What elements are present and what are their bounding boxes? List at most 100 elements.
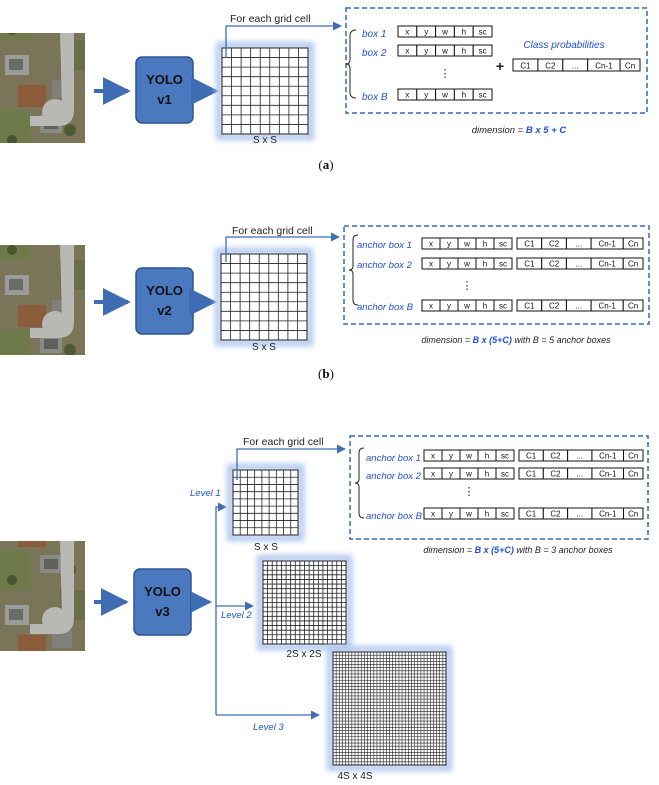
cell-box [493, 299, 513, 312]
yolo-v1-line1: YOLO [146, 72, 183, 87]
cell-label: h [485, 510, 489, 519]
cell-label: Cn [628, 260, 638, 269]
cell-label: C2 [549, 240, 560, 249]
cell-label: x [431, 470, 435, 479]
dimension-c-value: B x (5+C) [475, 545, 514, 555]
grid-c3-glow [327, 646, 452, 771]
cell-label: C1 [524, 240, 535, 249]
cell-label: Cn [628, 452, 638, 461]
cell-label: y [449, 470, 453, 479]
cell-label: w [441, 47, 448, 56]
cell-label: y [447, 302, 451, 311]
cell-label: y [449, 510, 453, 519]
ellipsis-a: ⋮ [440, 68, 451, 80]
grid-c1-lines [233, 470, 298, 535]
grid-a-lines [222, 48, 308, 134]
yolo-v1-line2: v1 [157, 92, 171, 107]
cell-box [472, 88, 493, 101]
cell-label: w [463, 302, 470, 311]
cell-label: y [424, 28, 428, 37]
cell-label: w [465, 470, 472, 479]
cell-label: y [447, 260, 451, 269]
cell-label: y [449, 452, 453, 461]
output-box-b [343, 225, 650, 325]
plus-a: + [496, 58, 504, 74]
cell-label: C2 [549, 302, 560, 311]
cell-label: Cn [628, 470, 638, 479]
grid-c1-frame [232, 469, 299, 536]
cell-label: y [447, 240, 451, 249]
cell-label: h [483, 240, 487, 249]
cell-label: x [429, 240, 433, 249]
grid-b-title: For each grid cell [232, 225, 313, 237]
cell-label: sc [499, 240, 507, 249]
grid-c1-glow [227, 464, 304, 541]
cell-label: w [441, 28, 448, 37]
arrow-c-cell [236, 444, 346, 480]
grid-c1 [227, 464, 304, 541]
cell-label: x [405, 91, 409, 100]
row-c-label-1: anchor box 1 [366, 453, 421, 464]
output-box-c [349, 435, 649, 540]
row-a-label-1: box 1 [362, 29, 386, 40]
cell-box [623, 467, 644, 480]
dimension-b-value: B x (5+C) [473, 335, 512, 345]
yolo-v2-line2: v2 [157, 303, 171, 318]
grid-b-frame [220, 253, 308, 341]
cell-box [623, 449, 644, 462]
class-title-a: Class probabilities [523, 40, 604, 51]
arrow-a-cell [225, 21, 342, 58]
yolo-v2-box: YOLO v2 [135, 267, 194, 335]
caption-b-letter: b [322, 366, 329, 381]
yolo-v3-line2: v3 [155, 604, 169, 619]
cell-label: Cn-1 [599, 240, 617, 249]
grid-c-title: For each grid cell [243, 436, 324, 448]
dimension-b-prefix: dimension = [421, 335, 472, 345]
cell-label: ... [575, 260, 582, 269]
cell-box [619, 58, 641, 72]
grid-c3-lines [333, 652, 446, 765]
cell-label: C1 [526, 510, 537, 519]
cell-label: h [462, 91, 466, 100]
grid-c2-glow [257, 555, 352, 650]
grid-b-glow [215, 248, 313, 346]
row-b-label-2: anchor box 2 [357, 260, 413, 271]
cell-label: h [485, 470, 489, 479]
cell-label: C2 [550, 470, 561, 479]
ellipsis-b: ⋮ [462, 280, 473, 292]
level-1-label: Level 1 [190, 488, 221, 499]
cell-label: C2 [550, 452, 561, 461]
cell-label: ... [576, 452, 583, 461]
grid-a-glow [216, 42, 314, 140]
dimension-c-suffix: with B = 3 anchor boxes [514, 545, 613, 555]
dimension-a-prefix: dimension = [472, 125, 526, 136]
cell-label: Cn [628, 240, 638, 249]
cell-box [493, 257, 513, 270]
cell-box [495, 507, 515, 520]
grid-a-label: S x S [253, 135, 277, 146]
cell-label: x [431, 510, 435, 519]
cell-box [472, 44, 493, 57]
cell-label: sc [499, 260, 507, 269]
dimension-a-value: B x 5 + C [526, 125, 567, 136]
cell-label: C2 [550, 510, 561, 519]
cell-label: sc [479, 91, 487, 100]
level-3-label: Level 3 [253, 722, 284, 733]
cell-label: x [429, 260, 433, 269]
panel-b: YOLO v2 S x S For each grid cell anchor … [0, 225, 650, 381]
cell-box [493, 237, 513, 250]
panel-a: YOLO v1 S x S For each grid cell box 1 b… [0, 7, 648, 172]
yolo-v1-box: YOLO v1 [135, 56, 194, 124]
cell-box [495, 449, 515, 462]
brace-b [348, 234, 359, 306]
grid-a [216, 42, 314, 140]
